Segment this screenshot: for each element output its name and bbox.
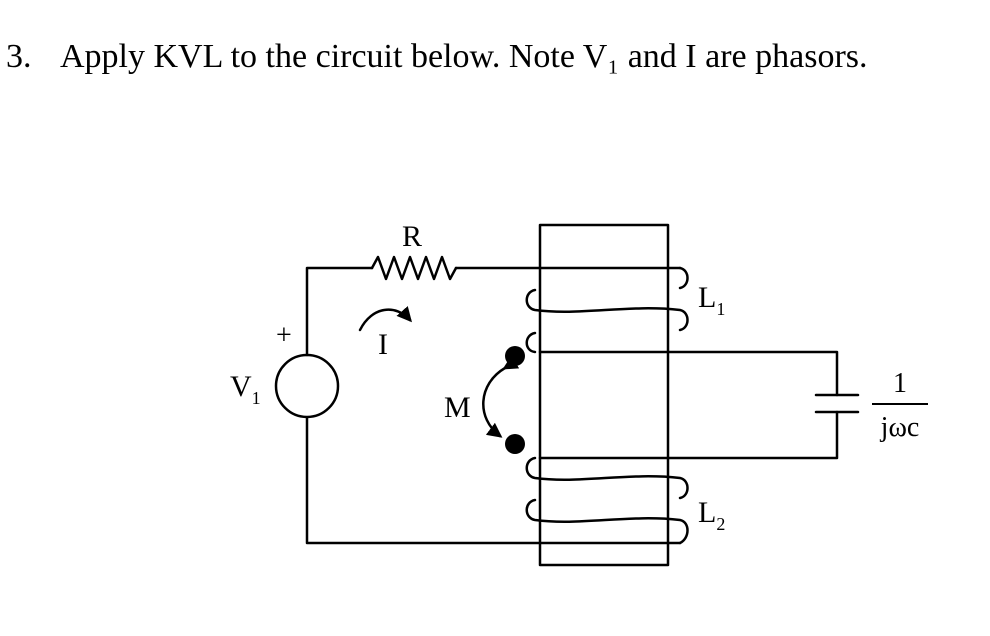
inductor-L1-coil	[525, 266, 689, 354]
inductor-L1-label-main: L	[698, 281, 716, 314]
wire-secondary-bottom	[538, 410, 839, 460]
resistor-zigzag	[370, 255, 458, 281]
source-label-main: V	[230, 370, 252, 403]
transformer-core	[538, 223, 670, 567]
inductor-L2-label-sub: 2	[716, 514, 725, 534]
inductor-L2-label-main: L	[698, 496, 716, 529]
voltage-source	[274, 353, 340, 419]
problem-text: Apply KVL to the circuit below. Note V₁ …	[60, 38, 868, 75]
current-label: I	[378, 328, 388, 361]
current-arrow	[358, 306, 412, 332]
wire-secondary-top	[538, 350, 839, 397]
mutual-inductance-arrow	[482, 355, 520, 438]
wire-left-bottom	[305, 416, 682, 545]
problem-number: 3.	[6, 38, 32, 75]
capacitor-denominator: jωc	[880, 412, 920, 443]
source-label-sub: 1	[252, 388, 261, 408]
capacitor-numerator: 1	[893, 368, 907, 399]
resistor-label: R	[402, 220, 422, 253]
source-label: V1	[230, 370, 261, 408]
inductor-L2-label: L2	[698, 496, 725, 534]
inductor-L2-coil	[525, 456, 689, 545]
mutual-label: M	[444, 391, 471, 424]
inductor-L1-label-sub: 1	[716, 299, 725, 319]
dot-marker-L1	[505, 346, 525, 366]
wire-left-top	[305, 266, 374, 357]
inductor-L1-label: L1	[698, 281, 725, 319]
problem-statement: 3. Apply KVL to the circuit below. Note V…	[6, 38, 868, 76]
source-plus-sign: +	[276, 320, 292, 351]
dot-marker-L2	[505, 434, 525, 454]
